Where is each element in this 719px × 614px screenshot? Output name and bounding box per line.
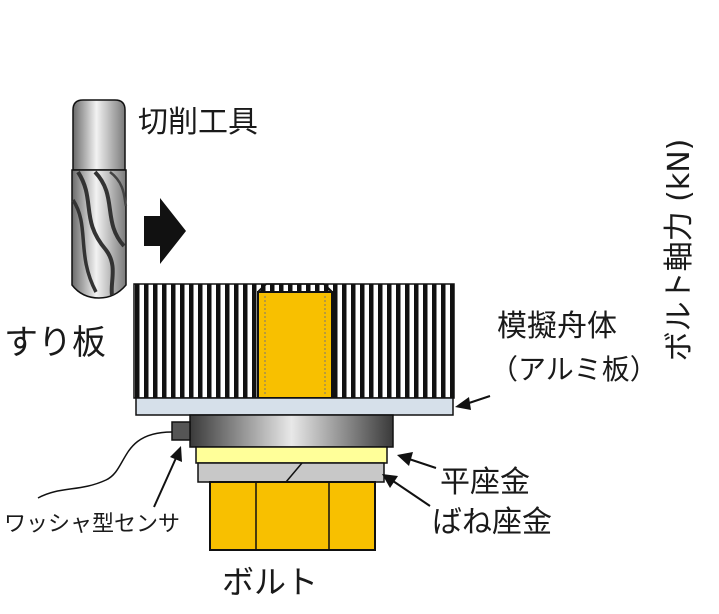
flat-washer xyxy=(197,462,385,483)
axis-force-label: ボルト軸力 (kN) xyxy=(662,138,697,362)
washer-sensor-label: ワッシャ型センサ xyxy=(4,512,181,537)
model-hull-sublabel: （アルミ板） xyxy=(490,353,658,386)
spring-washer-label: ばね座金 xyxy=(432,505,552,540)
cutting-tool xyxy=(71,99,128,299)
flat-washer-label: 平座金 xyxy=(440,465,530,500)
washer-sensor xyxy=(37,414,394,499)
model-hull-label: 模擬舟体 xyxy=(497,309,617,344)
sliding-plate-label: すり板 xyxy=(4,323,106,363)
cutting-tool-label: 切削工具 xyxy=(138,105,258,140)
feed-arrow-icon xyxy=(144,198,186,264)
bolt-label: ボルト xyxy=(222,563,319,601)
pointer-arrows xyxy=(153,395,491,508)
model-hull-plate xyxy=(135,397,454,416)
bolt-shank xyxy=(257,283,333,399)
spring-washer xyxy=(195,446,388,464)
bolt-head xyxy=(209,481,376,551)
